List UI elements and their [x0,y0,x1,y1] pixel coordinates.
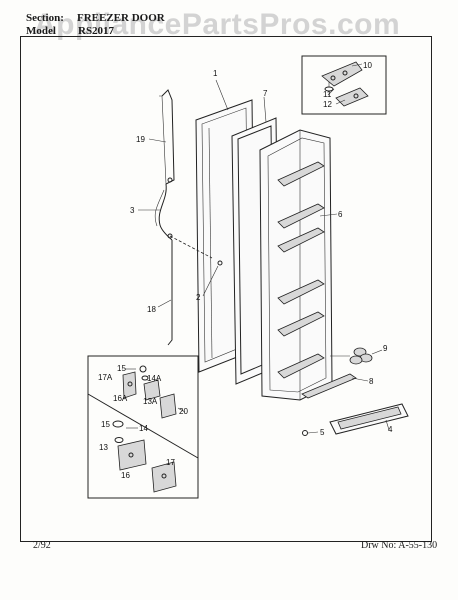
screw-cluster [330,347,383,365]
callout-6: 6 [338,210,343,219]
diagram-frame [20,36,432,542]
hinge-inset [301,55,387,115]
callout-16: 16 [121,471,130,480]
revision-date: 2/92 [33,540,51,551]
callout-8: 8 [369,377,374,386]
callout-7: 7 [263,89,268,98]
drawing-number: Drw No: A-55-130 [361,540,438,551]
callout-5: 5 [320,428,325,437]
callout-15-lower: 15 [101,420,110,429]
callout-17a: 17A [98,373,113,382]
section-label: Section: [26,12,64,24]
callout-13: 13 [99,443,108,452]
callout-17: 17 [166,458,175,467]
callout-10: 10 [363,61,372,70]
door-handle-assembly [138,89,175,346]
trim-strip [301,373,369,399]
callout-11: 11 [323,90,332,99]
callout-3: 3 [130,206,135,215]
callout-15-upper: 15 [117,364,126,373]
model-label: Model [26,25,56,37]
callout-20: 20 [179,407,188,416]
callout-18: 18 [147,305,156,314]
callout-1: 1 [213,69,218,78]
callout-2: 2 [196,293,201,302]
callout-14: 14 [139,424,148,433]
watermark: AppliancePartsPros.com [34,8,401,41]
callout-13a: 13A [143,397,158,406]
inner-door-liner [259,129,338,401]
callout-16a: 16A [113,394,128,403]
callout-9: 9 [383,344,388,353]
section-value: FREEZER DOOR [77,12,165,24]
callout-14a: 14A [147,374,162,383]
model-value: RS2017 [78,25,115,37]
callout-19: 19 [136,135,145,144]
callout-4: 4 [388,425,393,434]
lower-hinge-inset [87,355,199,499]
kick-grille [302,403,409,436]
callout-12: 12 [323,100,332,109]
